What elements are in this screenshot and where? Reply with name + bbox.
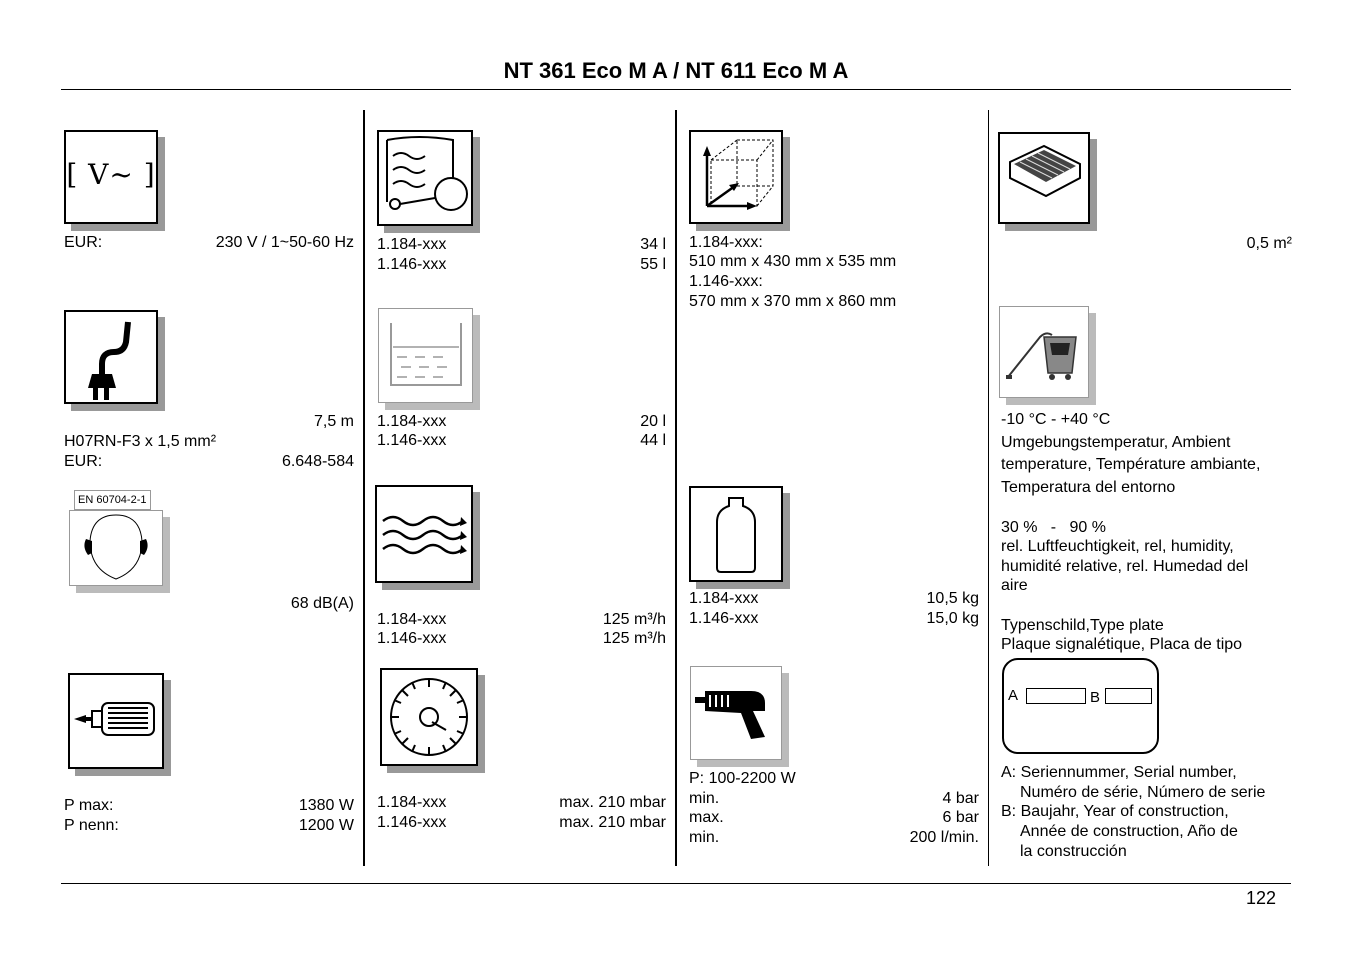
- column-divider: [363, 110, 365, 866]
- dimension-value: 570 mm x 370 mm x 860 mm: [689, 293, 897, 310]
- dimension-model: 1.146-xxx:: [689, 273, 763, 290]
- liquid-model: 1.184-xxx: [377, 413, 447, 430]
- column-divider: [675, 110, 677, 866]
- liquid-model: 1.146-xxx: [377, 432, 447, 449]
- humidity-range: 30 % - 90 %: [1001, 519, 1106, 536]
- temperature-description: Temperatura del entorno: [1001, 479, 1176, 496]
- pnenn-label: P nenn:: [64, 817, 119, 834]
- tool-row-label: min.: [689, 790, 720, 807]
- liquid-value: 44 l: [640, 432, 666, 449]
- airflow-value: 125 m³/h: [602, 611, 666, 628]
- filter-area: 0,5 m²: [1246, 235, 1292, 252]
- dimension-value: 510 mm x 430 mm x 535 mm: [689, 253, 897, 270]
- humidity-description: aire: [1001, 577, 1028, 594]
- airflow-model: 1.146-xxx: [377, 630, 447, 647]
- tool-row-value: 4 bar: [942, 790, 979, 807]
- motor-icon: [68, 673, 164, 769]
- legend-b: Année de construction, Año de: [1020, 823, 1238, 840]
- voltage-value: 230 V / 1~50-60 Hz: [215, 234, 354, 251]
- airflow-model: 1.184-xxx: [377, 611, 447, 628]
- power-tool-icon: [690, 666, 782, 760]
- type-plate-label: Typenschild,Type plate: [1001, 617, 1164, 634]
- pmax-label: P max:: [64, 797, 114, 814]
- weight-model: 1.146-xxx: [689, 610, 759, 627]
- airflow-icon: [375, 485, 473, 583]
- container-volume-icon: [377, 130, 473, 226]
- type-plate-label: Plaque signalétique, Placa de tipo: [1001, 636, 1243, 653]
- humidity-description: rel. Luftfeuchtigkeit, rel, humidity,: [1001, 538, 1234, 555]
- weight-value: 10,5 kg: [926, 590, 979, 607]
- footer-rule: [61, 883, 1291, 884]
- tool-row-label: max.: [689, 809, 724, 826]
- tool-row-label: min.: [689, 829, 720, 846]
- temperature-description: temperature, Température ambiante,: [1001, 456, 1261, 473]
- weight-icon: [689, 486, 783, 582]
- weight-model: 1.184-xxx: [689, 590, 759, 607]
- column-divider: [988, 110, 989, 866]
- type-plate-diagram: A B: [1002, 658, 1159, 754]
- legend-a: A: Seriennummer, Serial number,: [1001, 764, 1237, 781]
- pmax-value: 1380 W: [298, 797, 354, 814]
- voltage-eur-label: EUR:: [64, 234, 103, 251]
- tool-power: P: 100-2200 W: [689, 770, 796, 787]
- vacuum-value: max. 210 mbar: [559, 814, 666, 831]
- vacuum-value: max. 210 mbar: [559, 794, 666, 811]
- tool-row-value: 6 bar: [942, 809, 979, 826]
- airflow-value: 125 m³/h: [602, 630, 666, 647]
- pnenn-value: 1200 W: [298, 817, 354, 834]
- power-plug-icon: [64, 310, 158, 404]
- ambient-conditions-icon: [999, 306, 1089, 398]
- weight-value: 15,0 kg: [926, 610, 979, 627]
- plate-field-a: [1026, 688, 1086, 704]
- vacuum-gauge-icon: [380, 668, 478, 766]
- noise-value: 68 dB(A): [290, 595, 354, 612]
- filter-icon: [998, 132, 1090, 224]
- humidity-description: humidité relative, rel. Humedad del: [1001, 558, 1249, 575]
- header-rule: [61, 89, 1291, 90]
- liquid-value: 20 l: [640, 413, 666, 430]
- liquid-volume-icon: [378, 308, 473, 403]
- vacuum-model: 1.146-xxx: [377, 814, 447, 831]
- page-title: NT 361 Eco M A / NT 611 Eco M A: [503, 58, 849, 83]
- page-number: 122: [1245, 888, 1276, 908]
- plate-field-a-label: A: [1008, 687, 1019, 704]
- cable-eur-value: 6.648-584: [281, 453, 354, 470]
- legend-b: la construcción: [1020, 843, 1127, 860]
- cable-length: 7,5 m: [313, 413, 354, 430]
- container-value: 34 l: [640, 236, 666, 253]
- noise-standard-label: EN 60704-2-1: [74, 490, 151, 510]
- container-model: 1.184-xxx: [377, 236, 447, 253]
- hearing-protection-icon: [69, 510, 163, 586]
- voltage-icon: [ V~ ]: [64, 130, 158, 224]
- temperature-range: -10 °C - +40 °C: [1001, 411, 1111, 428]
- vacuum-model: 1.184-xxx: [377, 794, 447, 811]
- tool-row-value: 200 l/min.: [909, 829, 979, 846]
- legend-b: B: Baujahr, Year of construction,: [1001, 803, 1229, 820]
- container-value: 55 l: [640, 256, 666, 273]
- cable-eur-label: EUR:: [64, 453, 103, 470]
- legend-a: Numéro de série, Número de serie: [1020, 784, 1266, 801]
- plate-field-b-label: B: [1090, 689, 1101, 706]
- temperature-description: Umgebungstemperatur, Ambient: [1001, 434, 1231, 451]
- dimensions-icon: [689, 130, 783, 224]
- dimension-model: 1.184-xxx:: [689, 234, 763, 251]
- plate-field-b: [1105, 688, 1152, 704]
- cable-type: H07RN-F3 x 1,5 mm²: [64, 433, 217, 450]
- container-model: 1.146-xxx: [377, 256, 447, 273]
